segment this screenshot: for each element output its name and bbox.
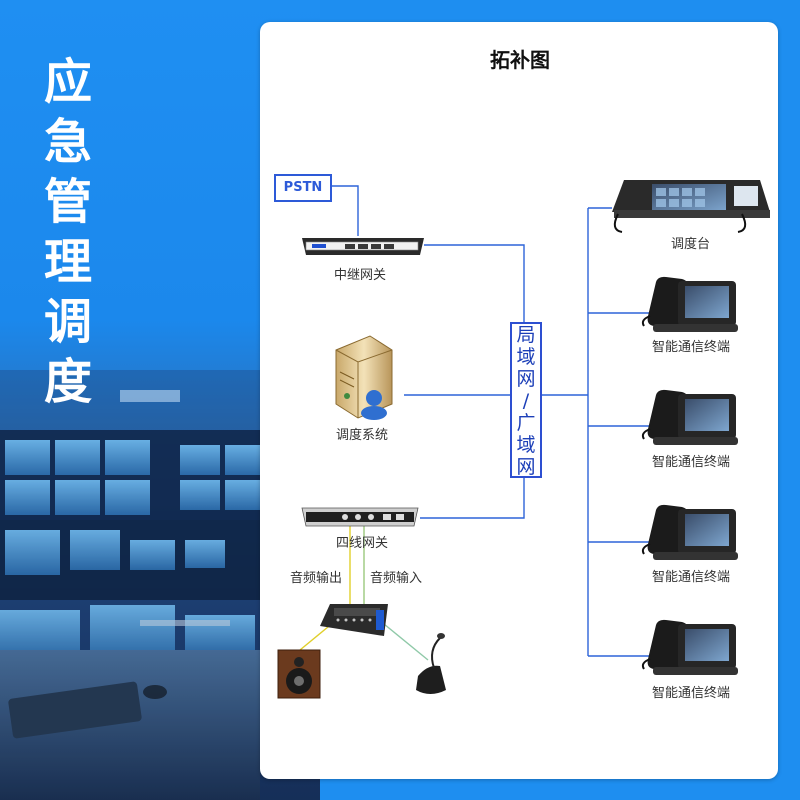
network-box: 局 域 网 / 广 域 网 bbox=[510, 322, 542, 478]
trunk-gateway-device bbox=[302, 238, 424, 255]
audio-links bbox=[299, 525, 429, 661]
pstn-link bbox=[330, 185, 359, 236]
pstn-box: PSTN bbox=[274, 174, 332, 202]
dispatch-console-device bbox=[612, 180, 770, 233]
title-char: 调 bbox=[43, 294, 92, 350]
terminal-phone-icon bbox=[641, 388, 739, 446]
trunk-link bbox=[424, 244, 525, 322]
title-char: 度 bbox=[43, 354, 92, 410]
network-links bbox=[330, 185, 650, 657]
audio-out-label: 音频输出 bbox=[290, 571, 343, 586]
page-title: 应 急 管 理 调 度 bbox=[38, 52, 98, 412]
terminal-phone-icon bbox=[641, 503, 739, 561]
terminal-label: 智能通信终端 bbox=[652, 455, 731, 470]
terminal-phone-icon bbox=[641, 275, 739, 333]
terminal-label: 智能通信终端 bbox=[652, 340, 731, 355]
network-char: 广 bbox=[516, 412, 536, 434]
microphone-icon bbox=[416, 633, 446, 694]
dispatch-server-icon bbox=[335, 335, 393, 420]
network-char: 网 bbox=[516, 368, 536, 390]
diagram-title: 拓补图 bbox=[490, 48, 550, 72]
trunk-gateway-label: 中继网关 bbox=[334, 268, 387, 283]
four-wire-gateway-label: 四线网关 bbox=[336, 536, 389, 551]
title-char: 理 bbox=[43, 234, 92, 290]
network-char: 域 bbox=[516, 434, 536, 456]
title-char: 急 bbox=[43, 114, 92, 170]
console-label: 调度台 bbox=[671, 237, 711, 252]
network-char: 网 bbox=[516, 456, 536, 478]
dispatch-system-label: 调度系统 bbox=[336, 428, 389, 443]
terminal-label: 智能通信终端 bbox=[652, 686, 731, 701]
terminal-phone-icon bbox=[641, 618, 739, 676]
fourwire-link bbox=[420, 474, 525, 519]
title-char: 应 bbox=[43, 54, 92, 110]
four-wire-gateway-device bbox=[301, 507, 419, 527]
network-char: / bbox=[522, 390, 530, 412]
terminal-label: 智能通信终端 bbox=[652, 570, 731, 585]
network-char: 局 bbox=[516, 324, 536, 346]
audio-in-label: 音频输入 bbox=[370, 571, 423, 586]
network-char: 域 bbox=[516, 346, 536, 368]
speaker-icon bbox=[277, 649, 321, 699]
title-char: 管 bbox=[43, 174, 92, 230]
audio-mixer-device bbox=[320, 604, 388, 636]
